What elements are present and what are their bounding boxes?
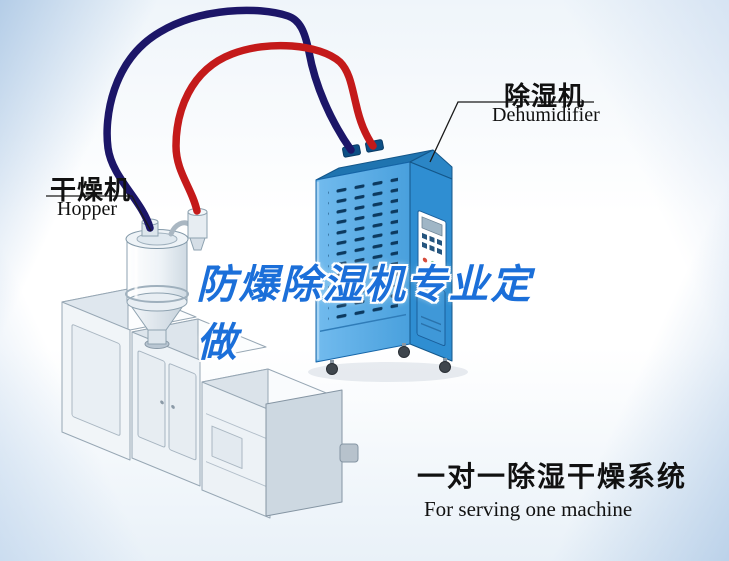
dehumidifier-vents — [316, 176, 406, 360]
extruder-die-flange — [265, 389, 343, 517]
bottom-caption-en: For serving one machine — [424, 497, 633, 521]
extruder-gearbox-doors — [137, 350, 197, 461]
bottom-caption-cn: 一对一除湿干燥系统 — [417, 461, 688, 492]
hopper-neck — [147, 329, 167, 345]
dehumidifier-label-cn: 除湿机 — [504, 81, 586, 111]
dehumidifier-control-panel — [416, 210, 447, 347]
extruder-feed-panel — [71, 324, 121, 436]
leader-lines — [46, 101, 594, 232]
extruder-illustration — [61, 288, 359, 519]
dehumidifier-casters — [326, 343, 451, 375]
pipes — [103, 6, 377, 232]
dehumidifier-label-en: Dehumidifier — [492, 104, 600, 126]
dehumidifier-illustration — [308, 139, 468, 382]
hopper-label-en: Hopper — [57, 198, 117, 220]
hopper-clamp-ring — [125, 285, 189, 303]
separator-cone — [189, 237, 206, 251]
dehumidifier-shadow — [308, 362, 468, 382]
hopper-label-cn: 干燥机 — [50, 175, 132, 205]
leader-line-hopper — [46, 195, 152, 232]
navy-pipe — [103, 6, 355, 232]
extruder-barrel-seams — [206, 413, 266, 487]
red-pipe — [172, 41, 377, 215]
leader-line-dehumidifier — [429, 101, 594, 163]
extruder-nozzle — [339, 443, 359, 463]
separator-illustration — [187, 208, 208, 251]
watermark-text: 防爆除湿机专业定做 — [196, 263, 533, 365]
